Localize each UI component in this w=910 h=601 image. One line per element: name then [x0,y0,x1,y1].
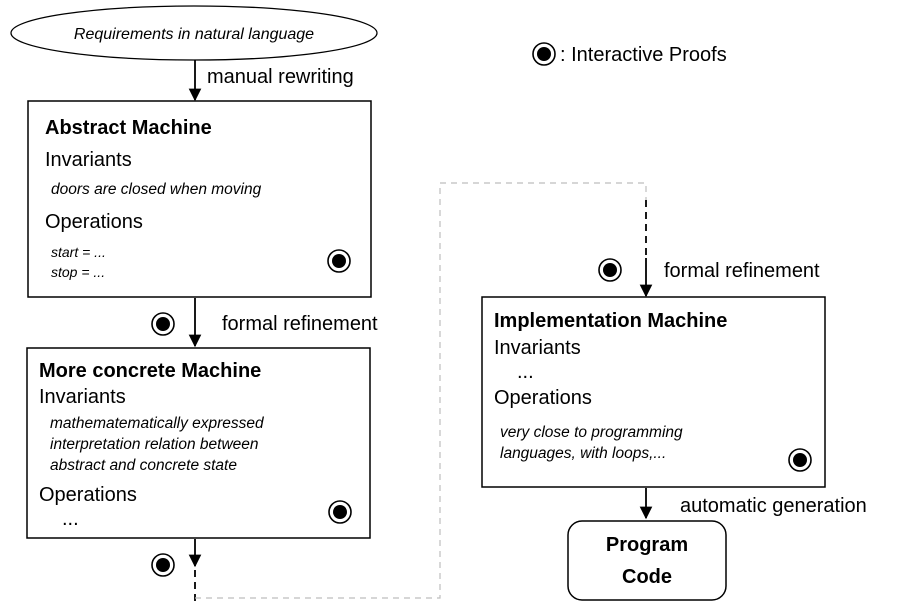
manual-rewriting-arrow: manual rewriting [188,60,354,102]
formal-refinement-arrow-right: formal refinement [598,200,820,298]
concrete-invariant-line-2: interpretation relation between [50,436,259,453]
proof-icon [788,448,812,472]
continuation-arrow [151,539,202,601]
implementation-invariants-label: Invariants [494,337,581,359]
legend: : Interactive Proofs [532,42,727,66]
concrete-ops-text: ... [62,508,79,530]
formal-refinement-label-left: formal refinement [222,313,378,335]
proof-icon [327,249,351,273]
abstract-machine-title: Abstract Machine [45,117,212,139]
requirements-node: Requirements in natural language [10,5,378,61]
proof-icon [532,42,556,66]
abstract-operations-label: Operations [45,211,143,233]
implementation-ops-line-2: languages, with loops,... [500,445,666,462]
concrete-invariants-label: Invariants [39,386,126,408]
abstract-op-stop: stop = ... [51,264,105,280]
implementation-ops-line-1: very close to programming [500,424,683,441]
manual-rewriting-label: manual rewriting [207,66,354,88]
requirements-text: Requirements in natural language [74,26,314,43]
proof-icon [598,258,622,282]
program-code-line-2: Code [622,566,672,588]
proof-icon [151,312,175,336]
implementation-operations-label: Operations [494,387,592,409]
program-code-box: Program Code [567,520,727,601]
implementation-machine-box: Implementation Machine Invariants ... Op… [481,296,826,488]
legend-text: : Interactive Proofs [560,44,727,66]
implementation-invariants-text: ... [517,361,534,383]
automatic-generation-arrow: automatic generation [639,488,867,520]
concrete-invariant-line-1: mathematematically expressed [50,415,265,432]
concrete-machine-title: More concrete Machine [39,360,261,382]
abstract-op-start: start = ... [51,244,106,260]
proof-icon [151,553,175,577]
concrete-invariant-line-3: abstract and concrete state [50,457,237,474]
abstract-machine-box: Abstract Machine Invariants doors are cl… [27,100,372,298]
concrete-machine-box: More concrete Machine Invariants mathema… [26,347,371,539]
formal-refinement-label-right: formal refinement [664,260,820,282]
proof-icon [328,500,352,524]
automatic-generation-label: automatic generation [680,495,867,517]
abstract-invariant-text: doors are closed when moving [51,181,262,198]
abstract-invariants-label: Invariants [45,149,132,171]
concrete-operations-label: Operations [39,484,137,506]
program-code-line-1: Program [606,534,688,556]
formal-refinement-arrow-left: formal refinement [151,298,378,348]
implementation-machine-title: Implementation Machine [494,310,727,332]
refinement-path [195,182,647,599]
